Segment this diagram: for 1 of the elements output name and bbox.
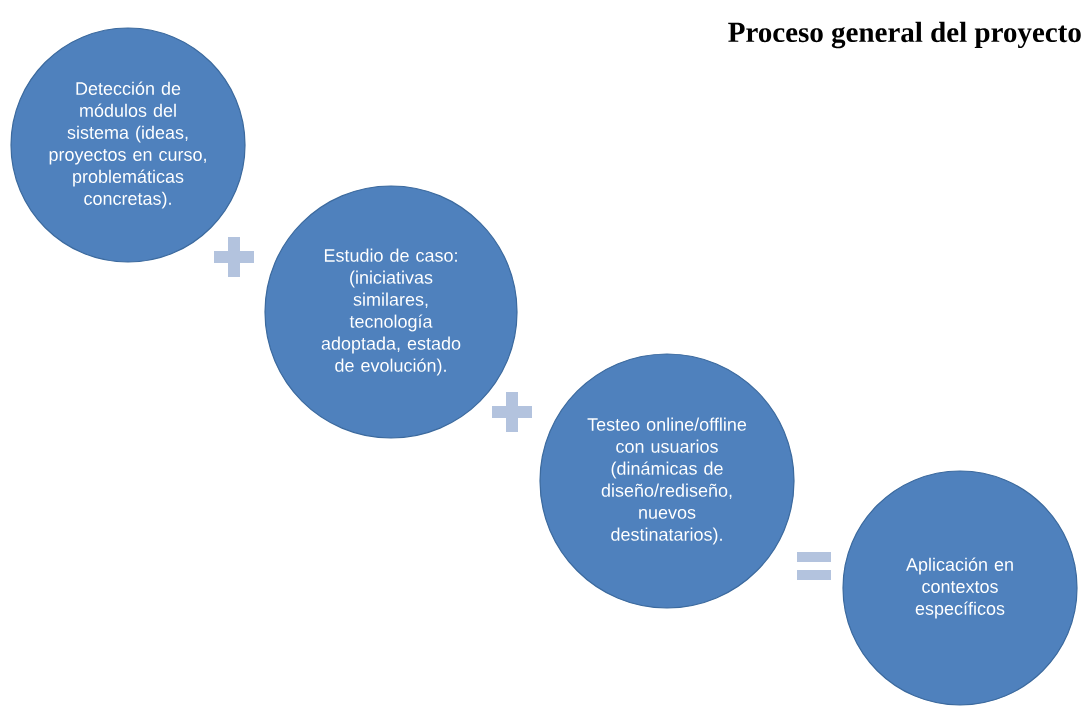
title: Proceso general del proyecto bbox=[728, 21, 1081, 49]
